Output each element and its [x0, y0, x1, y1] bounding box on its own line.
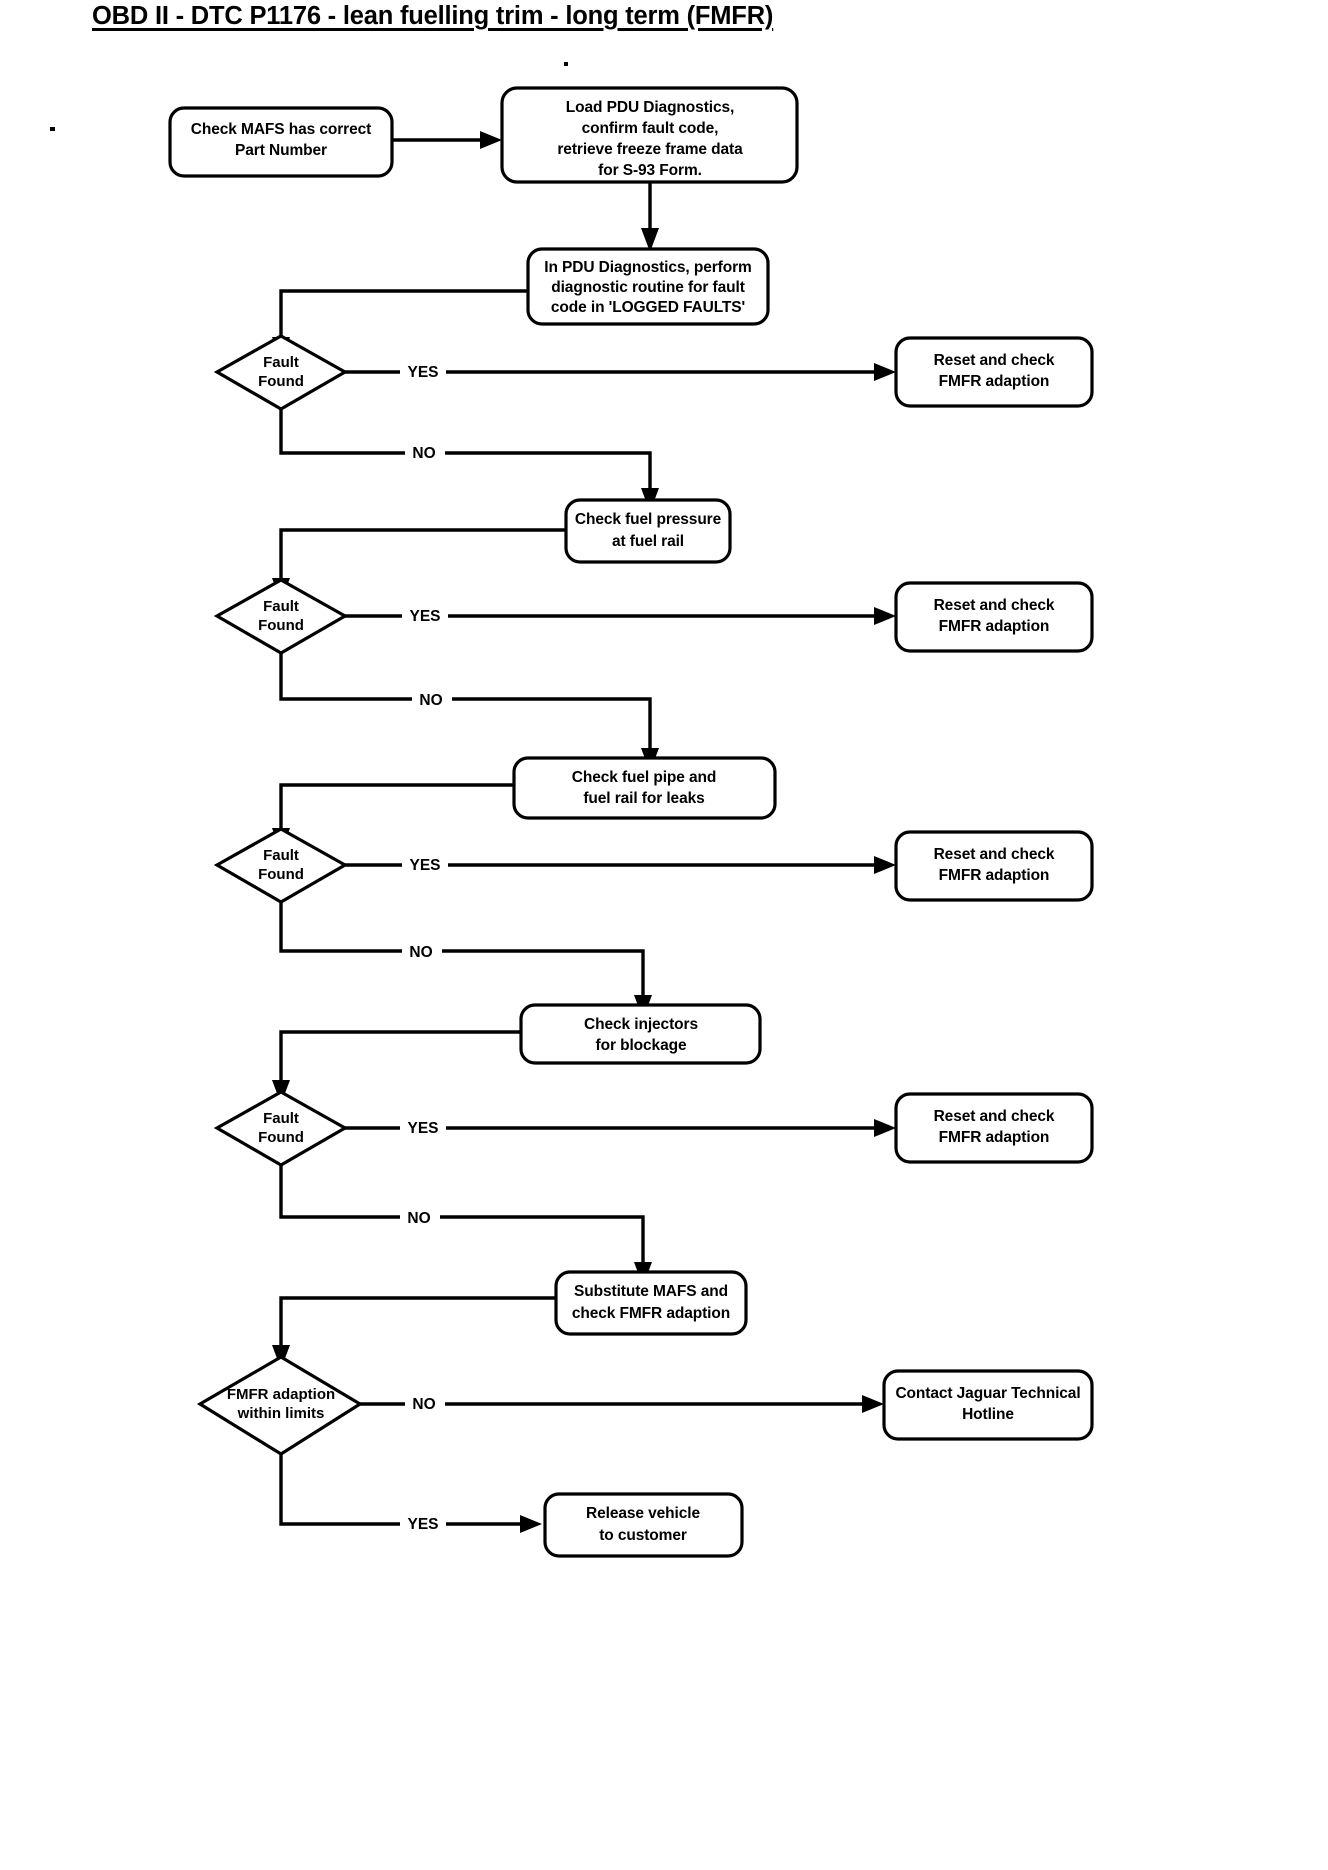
- node-decision-fault-found-4[interactable]: Fault Found: [213, 1090, 349, 1167]
- node-hotline-line-1: Hotline: [962, 1406, 1014, 1423]
- node-decision-fault-found-3[interactable]: Fault Found: [213, 827, 349, 904]
- node-fuelpressure-line-0: Check fuel pressure: [575, 511, 722, 528]
- node-leaks-line-0: Check fuel pipe and: [572, 769, 717, 786]
- edge-decision4-no: [279, 1162, 652, 1286]
- node-check-leaks[interactable]: Check fuel pipe and fuel rail for leaks: [512, 756, 777, 820]
- node-decision-fault-found-1[interactable]: Fault Found: [213, 334, 349, 411]
- node-reset2-line-0: Reset and check: [934, 597, 1055, 614]
- scan-speck: [564, 62, 568, 66]
- node-decision3-line-1: Found: [258, 866, 304, 883]
- node-decision5-line-0: FMFR adaption: [227, 1386, 335, 1403]
- node-decision2-line-1: Found: [258, 617, 304, 634]
- node-load-pdu-line-2: retrieve freeze frame data: [557, 141, 743, 158]
- node-load-pdu-line-1: confirm fault code,: [582, 120, 719, 137]
- node-check-fuel-pressure[interactable]: Check fuel pressure at fuel rail: [564, 498, 732, 564]
- node-substitute-line-0: Substitute MAFS and: [574, 1283, 728, 1300]
- node-reset1-line-1: FMFR adaption: [939, 373, 1050, 390]
- edge-fuelpressure-to-decision2: [272, 528, 568, 602]
- edge-label-yes-1: YES: [407, 364, 438, 381]
- node-decision1-line-0: Fault: [263, 354, 299, 371]
- node-reset1-line-0: Reset and check: [934, 352, 1055, 369]
- node-contact-hotline[interactable]: Contact Jaguar Technical Hotline: [882, 1369, 1094, 1441]
- node-reset4-line-1: FMFR adaption: [939, 1129, 1050, 1146]
- edge-label-yes-3: YES: [409, 857, 440, 874]
- edge-pdu-to-routine: [641, 180, 659, 252]
- node-reset2-line-1: FMFR adaption: [939, 618, 1050, 635]
- edge-label-no-3: NO: [409, 944, 432, 961]
- node-substitute-line-1: check FMFR adaption: [572, 1305, 730, 1322]
- node-release-vehicle[interactable]: Release vehicle to customer: [543, 1492, 744, 1558]
- node-perform-routine-line-1: diagnostic routine for fault: [551, 279, 745, 296]
- node-decision4-line-1: Found: [258, 1129, 304, 1146]
- node-release-line-0: Release vehicle: [586, 1505, 700, 1522]
- node-decision2-line-0: Fault: [263, 598, 299, 615]
- edge-label-yes-5: YES: [407, 1516, 438, 1533]
- edge-decision1-no: [279, 405, 659, 512]
- node-reset3-line-1: FMFR adaption: [939, 867, 1050, 884]
- node-reset-check-3[interactable]: Reset and check FMFR adaption: [894, 830, 1094, 902]
- node-reset-check-4[interactable]: Reset and check FMFR adaption: [894, 1092, 1094, 1164]
- edge-decision3-no: [279, 899, 652, 1019]
- node-substitute-mafs[interactable]: Substitute MAFS and check FMFR adaption: [554, 1270, 748, 1336]
- node-load-pdu-line-3: for S-93 Form.: [598, 162, 702, 179]
- node-reset4-line-0: Reset and check: [934, 1108, 1055, 1125]
- node-perform-routine-line-0: In PDU Diagnostics, perform: [544, 259, 751, 276]
- node-hotline-line-0: Contact Jaguar Technical: [895, 1385, 1080, 1402]
- node-leaks-line-1: fuel rail for leaks: [583, 790, 704, 807]
- edge-routine-to-decision1: [272, 289, 538, 361]
- node-decision1-line-1: Found: [258, 373, 304, 390]
- edge-injectors-to-decision4: [272, 1030, 523, 1104]
- node-check-injectors[interactable]: Check injectors for blockage: [519, 1003, 762, 1065]
- node-check-mafs-line-1: Part Number: [235, 142, 327, 159]
- edge-label-no-4: NO: [407, 1210, 430, 1227]
- node-reset-check-1[interactable]: Reset and check FMFR adaption: [894, 336, 1094, 408]
- node-load-pdu-line-0: Load PDU Diagnostics,: [566, 99, 734, 116]
- node-decision-fmfr-within-limits[interactable]: FMFR adaption within limits: [196, 1355, 364, 1456]
- edge-mafs-to-pdu: [390, 131, 502, 149]
- node-release-line-1: to customer: [599, 1527, 687, 1544]
- scan-speck: [50, 127, 55, 131]
- node-check-mafs-line-0: Check MAFS has correct: [191, 121, 371, 138]
- node-decision4-line-0: Fault: [263, 1110, 299, 1127]
- node-decision3-line-0: Fault: [263, 847, 299, 864]
- node-reset-check-2[interactable]: Reset and check FMFR adaption: [894, 581, 1094, 653]
- node-perform-routine-line-2: code in 'LOGGED FAULTS': [551, 299, 745, 316]
- node-check-mafs[interactable]: Check MAFS has correct Part Number: [168, 106, 394, 178]
- edge-label-no-2: NO: [419, 692, 442, 709]
- edge-leaks-to-decision3: [272, 783, 516, 852]
- node-decision5-line-1: within limits: [237, 1405, 325, 1422]
- edge-label-yes-2: YES: [409, 608, 440, 625]
- edge-label-group: YES NO YES NO YES NO YES NO NO YES: [400, 361, 452, 1534]
- node-decision-fault-found-2[interactable]: Fault Found: [213, 578, 349, 655]
- node-fuelpressure-line-1: at fuel rail: [612, 533, 684, 550]
- edge-label-no-1: NO: [412, 445, 435, 462]
- edge-label-no-5: NO: [412, 1396, 435, 1413]
- edge-decision2-no: [279, 650, 659, 772]
- edge-label-yes-4: YES: [407, 1120, 438, 1137]
- node-injectors-line-0: Check injectors: [584, 1016, 698, 1033]
- node-perform-routine[interactable]: In PDU Diagnostics, perform diagnostic r…: [526, 247, 770, 326]
- node-reset3-line-0: Reset and check: [934, 846, 1055, 863]
- page-title: OBD II - DTC P1176 - lean fuelling trim …: [92, 2, 774, 30]
- node-injectors-line-1: for blockage: [596, 1037, 687, 1054]
- node-load-pdu[interactable]: Load PDU Diagnostics, confirm fault code…: [500, 86, 799, 184]
- edge-substitute-to-decision5: [272, 1296, 558, 1369]
